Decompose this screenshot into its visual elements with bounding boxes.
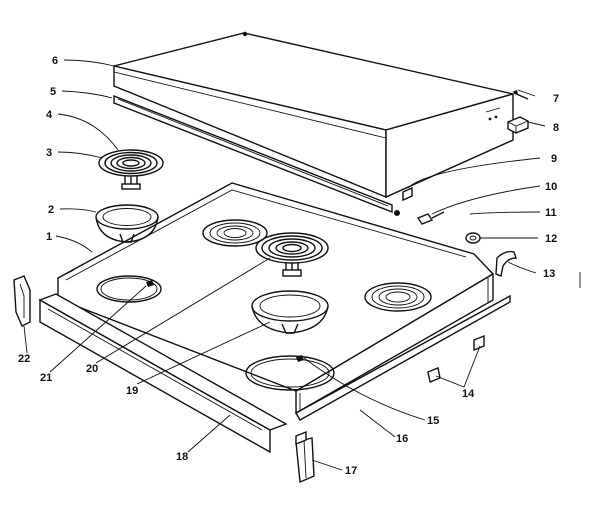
callout-4: 4	[46, 109, 53, 121]
callout-3: 3	[46, 147, 52, 159]
screw-7	[512, 90, 529, 100]
callout-20: 20	[86, 363, 98, 375]
callout-7: 7	[553, 93, 559, 105]
trim-strip	[113, 94, 400, 216]
cooktop	[57, 182, 495, 415]
bracket-22	[13, 275, 31, 327]
callout-6: 6	[52, 55, 58, 67]
drip-bowl-center	[251, 290, 329, 334]
callout-9: 9	[551, 153, 557, 165]
callout-13: 13	[543, 268, 555, 280]
burner-opening-front	[245, 355, 335, 391]
callout-22: 22	[18, 353, 30, 365]
hinge-13	[495, 250, 517, 277]
coil-element	[98, 149, 164, 190]
cover-panel	[113, 31, 514, 199]
callout-14: 14	[462, 388, 475, 400]
callout-8: 8	[553, 122, 559, 134]
callout-10: 10	[545, 181, 557, 193]
callout-1: 1	[46, 231, 52, 243]
callout-19: 19	[126, 385, 138, 397]
bracket-8	[507, 116, 529, 134]
grommet-12	[465, 232, 481, 244]
leader-lines	[23, 59, 546, 471]
screw-10-11	[416, 211, 445, 225]
callout-12: 12	[545, 233, 557, 245]
callout-11: 11	[545, 207, 557, 219]
drip-bowl	[95, 204, 159, 243]
callout-18: 18	[176, 451, 188, 463]
bracket-17	[295, 430, 315, 484]
callout-21: 21	[40, 372, 52, 384]
burner-back-right	[364, 282, 432, 312]
burner-back-left	[202, 219, 268, 247]
burner-opening-left	[96, 275, 162, 303]
callout-16: 16	[396, 433, 408, 445]
burner-center-raised	[255, 232, 329, 277]
callout-labels: 6 5 4 3 2 1 7 8 9 10 11 12 13 14 15 16 1…	[18, 55, 559, 477]
callout-17: 17	[345, 465, 357, 477]
front-trim	[295, 294, 511, 421]
callout-5: 5	[50, 86, 56, 98]
callout-15: 15	[427, 415, 439, 427]
clip-9	[402, 186, 413, 202]
callout-2: 2	[48, 204, 54, 216]
